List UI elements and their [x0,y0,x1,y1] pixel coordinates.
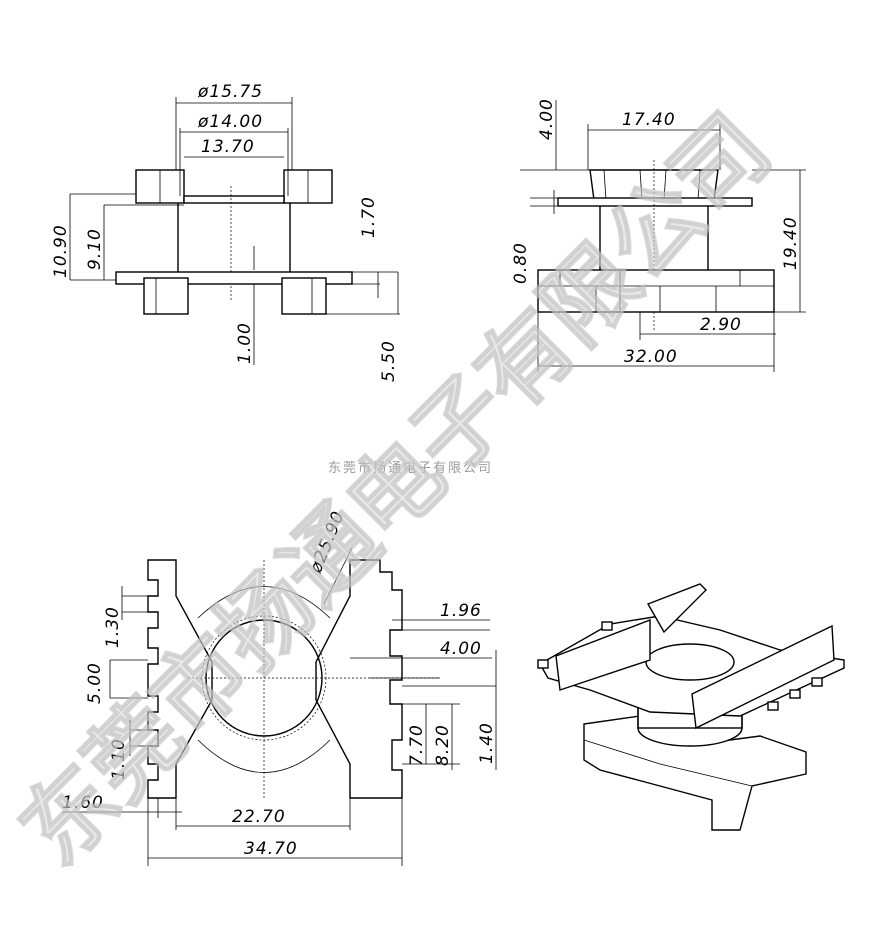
iso-wall-left [555,618,651,691]
company-caption: 东莞市扬通电子有限公司 [328,460,493,476]
bottom-dim-pitch: 1.30 [103,606,123,648]
bottom-dim-r4: 7.70 [407,724,427,766]
bottom-dim-inner-width: 22.70 [232,807,286,827]
iso-rear-tab [646,583,707,634]
isometric-view [537,583,845,831]
iso-wall-right [691,624,835,730]
front-dim-flange: 1.70 [359,196,379,238]
side-dim-plate: 0.80 [511,242,531,284]
side-view: 4.00 17.40 19.40 0.80 2.90 32.00 [511,98,806,372]
front-view: ø15.75 ø14.00 13.70 10.90 9.10 1.70 1.00… [51,82,400,382]
front-top-plate [183,195,285,204]
side-plate [557,197,753,207]
side-dim-width-top: 17.40 [622,110,676,130]
bottom-dim-edge: 1.60 [62,793,104,813]
front-dim-pin: 5.50 [379,340,399,382]
front-dim-h-total: 10.90 [51,224,71,278]
iso-hole [645,643,735,681]
bottom-dim-r3: 1.40 [477,722,497,764]
bottom-dim-r1: 1.96 [440,601,482,621]
bottom-dim-r5: 8.20 [433,724,453,766]
front-dim-h-inner: 9.10 [85,228,105,270]
bottom-dim-r2: 4.00 [440,639,482,659]
bottom-left-frame [147,559,213,799]
side-dim-width: 32.00 [624,347,678,367]
side-dim-height: 19.40 [781,216,801,270]
bottom-dim-slot: 5.00 [85,662,105,704]
side-dim-top: 4.00 [537,98,557,140]
bottom-dim-gap: 1.10 [109,738,129,780]
bottom-view: ø25.90 1.30 5.00 1.10 1.60 22.70 34.70 1… [62,508,497,866]
side-dim-offset: 2.90 [700,315,742,335]
side-base [537,269,775,313]
front-dim-w1: 13.70 [201,137,255,157]
front-leg-right [281,277,327,315]
bottom-dim-outer-width: 34.70 [244,839,298,859]
front-leg-left [143,277,189,315]
front-dim-base: 1.00 [235,322,255,364]
front-dim-d1: ø15.75 [197,82,263,102]
front-dim-d2: ø14.00 [197,112,263,132]
